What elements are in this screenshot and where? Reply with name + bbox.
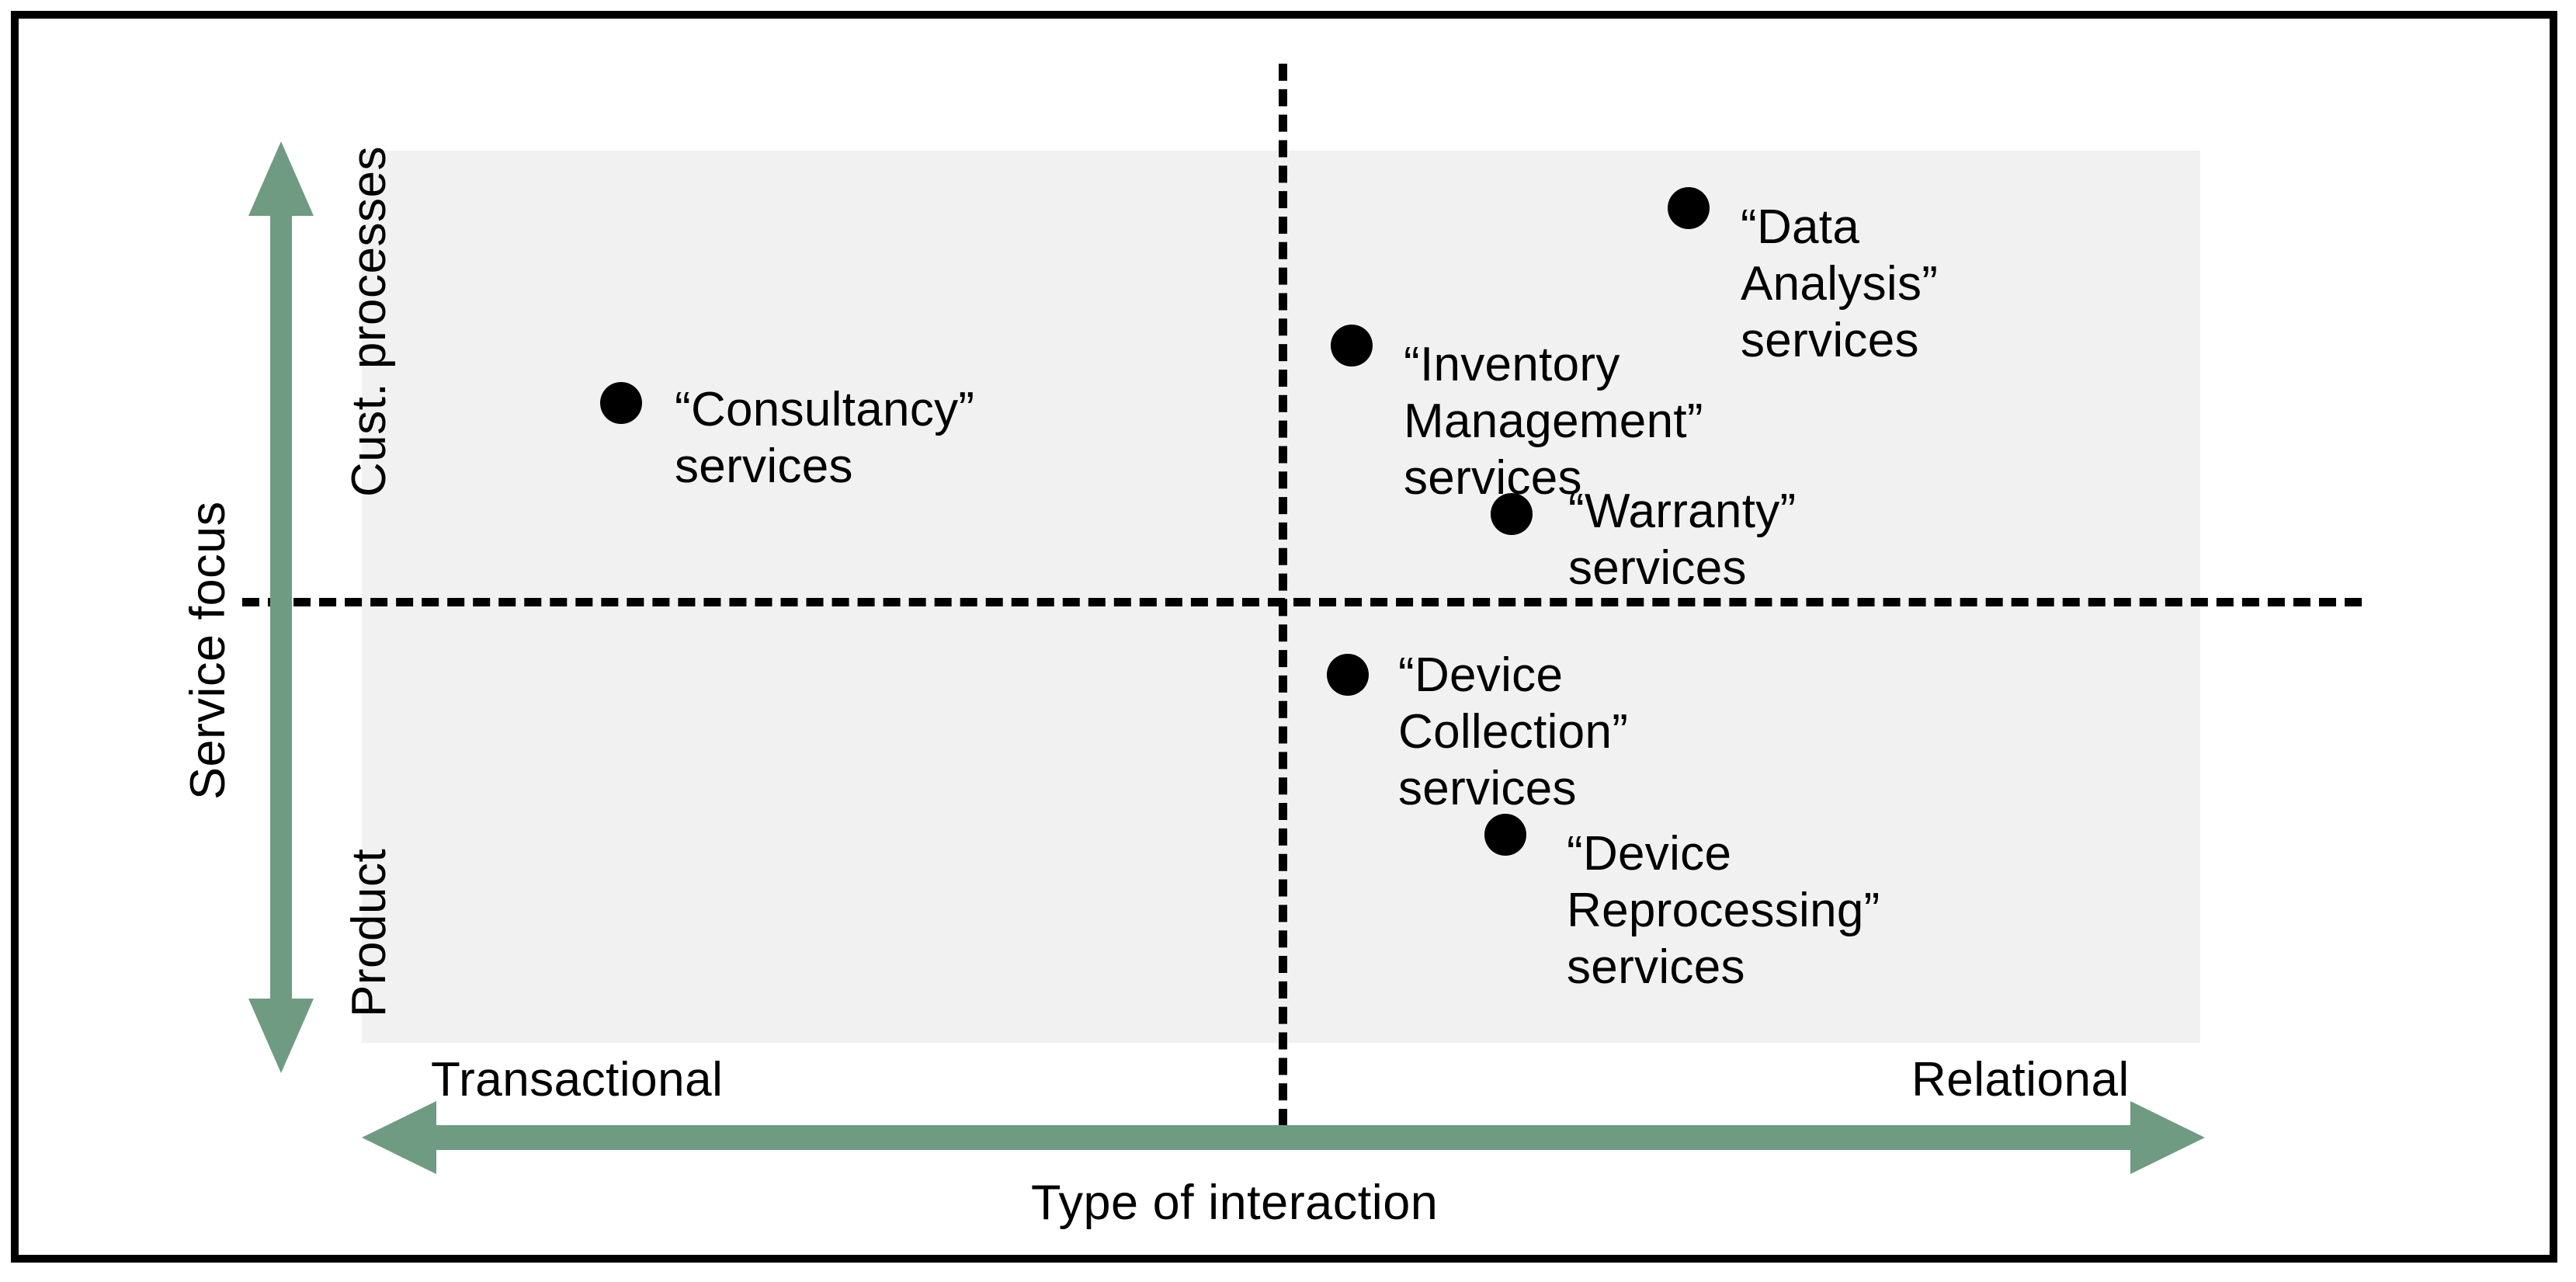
data-point-label: “Device Reprocessing” services	[1567, 827, 1880, 995]
data-point-label: “Inventory Management” services	[1404, 338, 1703, 506]
figure-border	[11, 11, 2557, 1263]
data-point-marker	[1668, 187, 1710, 229]
x-axis-title: Type of interaction	[1031, 1176, 1439, 1230]
y-axis-label-upper: Cust. processes	[342, 145, 396, 497]
data-point-label: “Device Collection” services	[1398, 648, 1629, 816]
y-axis-label-lower: Product	[342, 848, 396, 1017]
data-point-marker	[1327, 654, 1369, 696]
quadrant-divider-horizontal	[242, 598, 2362, 606]
data-point-marker	[600, 382, 642, 424]
x-axis-label-left: Transactional	[431, 1053, 724, 1107]
y-axis-title: Service focus	[181, 501, 235, 800]
x-axis-label-right: Relational	[1911, 1053, 2130, 1107]
y-axis-arrow-icon	[248, 141, 314, 1073]
data-point-label: “Consultancy” services	[675, 383, 975, 494]
data-point-label: “Data Analysis” services	[1741, 200, 1939, 368]
data-point-marker	[1491, 493, 1533, 535]
x-axis-arrow-icon	[362, 1101, 2205, 1174]
data-point-label: “Warranty” services	[1568, 485, 1797, 596]
data-point-marker	[1484, 814, 1526, 856]
data-point-marker	[1331, 325, 1373, 367]
quadrant-divider-vertical	[1279, 64, 1287, 1126]
